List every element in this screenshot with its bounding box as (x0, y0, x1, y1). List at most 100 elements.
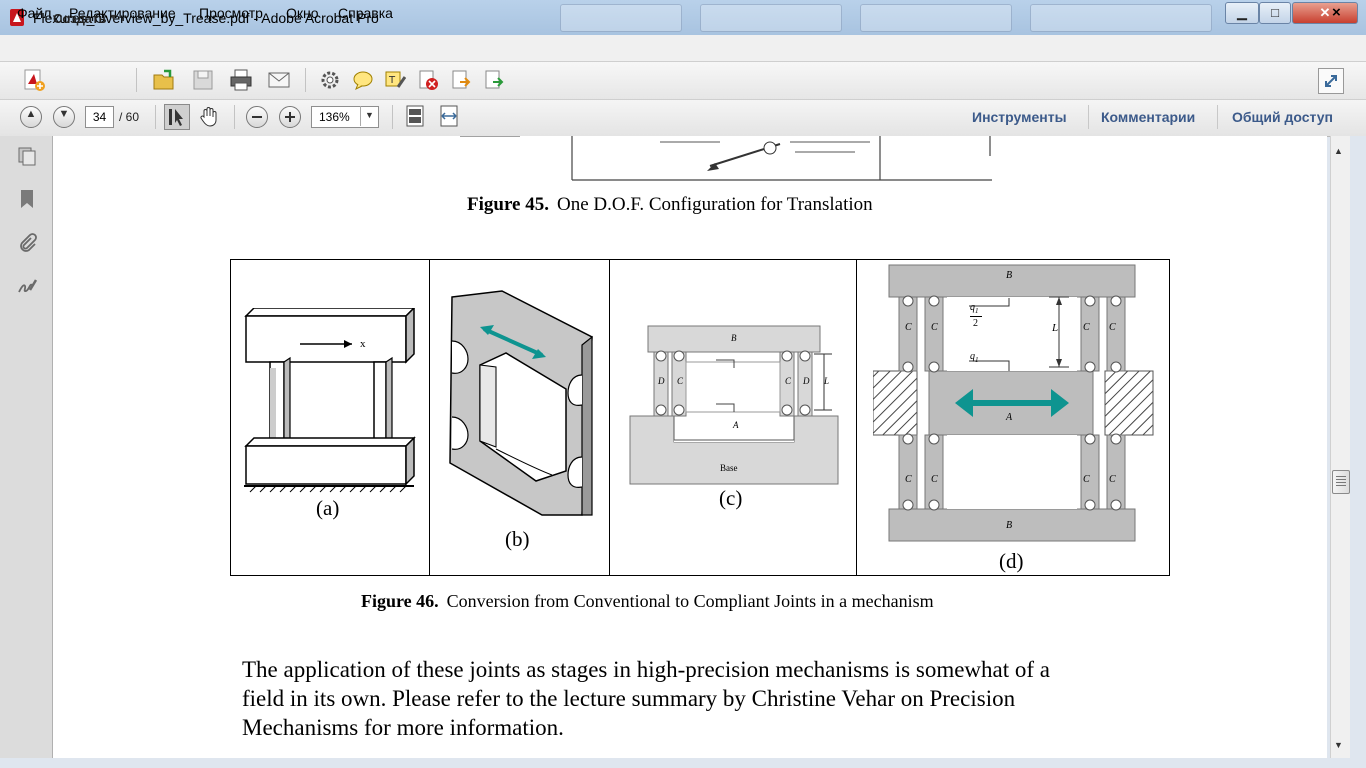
zoom-select[interactable] (311, 106, 379, 128)
comments-panel-button[interactable]: Комментарии (1101, 109, 1196, 125)
figure-46a-label: (a) (316, 496, 340, 520)
fit-page-icon[interactable] (403, 104, 427, 131)
figure-45-drawing (460, 136, 992, 181)
toolbar-separator (136, 68, 137, 92)
close-button[interactable]: ✕ (1292, 2, 1358, 24)
chevron-down-icon: ▼ (365, 110, 374, 120)
minimize-icon: ▁ (1237, 5, 1247, 20)
zoom-out-button[interactable] (246, 106, 268, 128)
previous-page-button[interactable]: ▲ (20, 106, 42, 128)
next-page-button[interactable]: ▼ (53, 106, 75, 128)
create-button[interactable]: Создать (53, 11, 107, 26)
plus-icon (285, 112, 295, 122)
figure-divider (609, 259, 610, 576)
figure-46d-label-c: C (1083, 474, 1090, 485)
figure-46d-label-c: C (931, 474, 938, 485)
share-icon[interactable] (483, 69, 505, 94)
highlight-icon[interactable]: T (384, 69, 407, 94)
panel-separator (1088, 105, 1089, 129)
body-paragraph: The application of these joints as stage… (242, 655, 1142, 742)
menu-window[interactable]: Окно (286, 5, 319, 21)
figure-46d-label-b: B (1006, 270, 1013, 281)
fit-width-icon[interactable] (437, 104, 461, 131)
zoom-value: 136% (319, 110, 350, 124)
figure-46d-label-l: L (1052, 322, 1059, 334)
fraction-bar (970, 316, 982, 317)
background-window-tab[interactable] (1030, 4, 1212, 32)
page-number-input[interactable]: 34 (85, 106, 114, 128)
figure-46d-label-q1: q1 (970, 351, 979, 364)
attachment-icon[interactable] (17, 232, 37, 252)
save-icon[interactable] (191, 68, 215, 95)
figure-45-text: One D.O.F. Configuration for Translation (556, 194, 873, 215)
open-icon[interactable] (152, 68, 176, 95)
print-icon[interactable] (229, 68, 253, 95)
email-icon[interactable] (267, 69, 291, 94)
maximize-button[interactable]: □ (1259, 2, 1291, 24)
window-border (1350, 136, 1366, 768)
page-total: / 60 (119, 110, 140, 124)
minimize-button[interactable]: ▁ (1225, 2, 1259, 24)
tools-panel-button[interactable]: Инструменты (972, 109, 1067, 125)
select-tool-icon[interactable] (164, 104, 190, 130)
background-window-tab[interactable] (700, 4, 842, 32)
signature-icon[interactable] (17, 276, 38, 296)
panel-separator (1217, 105, 1218, 129)
hand-tool-icon[interactable] (198, 105, 220, 130)
menu-view[interactable]: Просмотр (199, 5, 263, 21)
background-window-tab[interactable] (860, 4, 1012, 32)
scroll-thumb[interactable] (1332, 470, 1350, 494)
gear-icon[interactable] (319, 69, 341, 94)
figure-46-text: Conversion from Conventional to Complian… (446, 591, 934, 611)
figure-46a-drawing (244, 308, 416, 493)
minus-icon (252, 116, 262, 118)
navigation-pane (0, 136, 53, 768)
figure-46-frame (230, 259, 1170, 576)
menu-edit[interactable]: Редактирование (69, 5, 176, 21)
comment-icon[interactable] (352, 69, 374, 94)
window-title: Flexures_Overview_by_Trease.pdf - Adobe … (33, 10, 379, 26)
figure-46d-label-c: C (1109, 474, 1116, 485)
figure-divider (856, 259, 857, 576)
background-window-tab[interactable] (560, 4, 682, 32)
close-icon: ✕ (1319, 5, 1331, 20)
figure-46b-label: (b) (505, 527, 530, 551)
scroll-up-icon[interactable]: ▲ (1334, 146, 1343, 156)
figure-46d-drawing (873, 264, 1154, 542)
figure-46c-label-b: B (731, 333, 737, 343)
window-border (0, 758, 1350, 768)
figure-45-caption: Figure 45.One D.O.F. Configuration for T… (467, 194, 873, 216)
menu-file[interactable]: Файл (17, 5, 52, 21)
scroll-down-icon[interactable]: ▼ (1334, 740, 1343, 750)
figure-46-number: Figure 46. (361, 591, 439, 611)
figure-46c-label-d: D (803, 376, 810, 386)
toolbar-separator (392, 105, 393, 129)
figure-46c-label-d: D (658, 376, 665, 386)
vertical-scrollbar[interactable] (1330, 136, 1351, 758)
zoom-dropdown-button[interactable]: ▼ (360, 106, 378, 126)
create-pdf-icon[interactable] (22, 68, 46, 92)
main-toolbar (0, 61, 1366, 100)
figure-46d-label-c: C (905, 322, 912, 333)
maximize-icon: □ (1271, 5, 1279, 20)
export-icon[interactable] (450, 69, 472, 94)
menu-bar (0, 35, 1366, 61)
share-panel-button[interactable]: Общий доступ (1232, 109, 1333, 125)
pages-icon[interactable] (17, 146, 37, 166)
figure-46d-label-b: B (1006, 520, 1013, 531)
bookmarks-icon[interactable] (17, 188, 37, 208)
menu-help[interactable]: Справка (338, 5, 393, 21)
grip-icon (1336, 476, 1346, 486)
close-document-icon[interactable]: × (1332, 4, 1341, 21)
figure-46c-label: (c) (719, 486, 743, 510)
figure-46c-drawing (629, 325, 839, 485)
zoom-in-button[interactable] (279, 106, 301, 128)
paragraph-line: Mechanisms for more information. (242, 715, 564, 740)
figure-46c-label-c: C (785, 376, 792, 386)
delete-icon[interactable] (417, 69, 439, 94)
expand-icon[interactable] (1318, 68, 1344, 94)
toolbar-separator (305, 68, 306, 92)
paragraph-line: field in its own. Please refer to the le… (242, 686, 1016, 711)
chevron-down-icon[interactable]: ▼ (109, 12, 118, 22)
figure-46d-label: (d) (999, 549, 1024, 573)
